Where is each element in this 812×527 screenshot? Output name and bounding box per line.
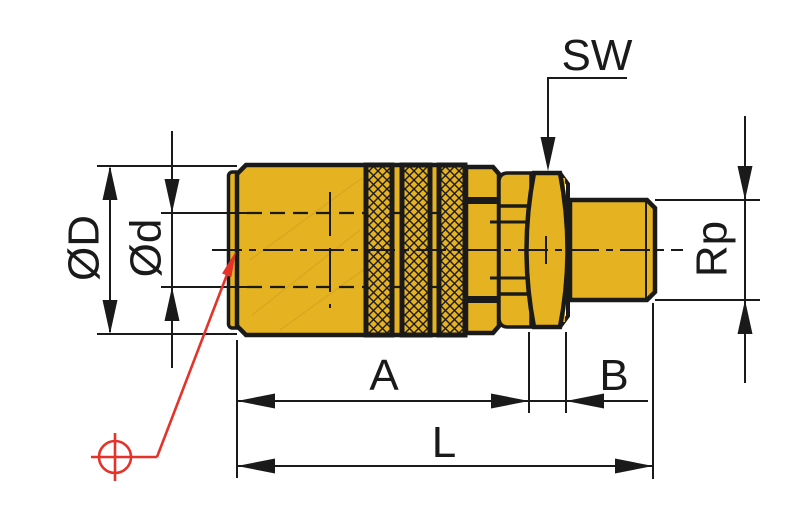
od-arrow-down bbox=[102, 300, 118, 334]
rp-arrow-down bbox=[737, 166, 753, 200]
bore-line-gap-segments bbox=[394, 211, 439, 289]
sw-arrow bbox=[540, 137, 556, 171]
hex-lower-left-face bbox=[497, 292, 533, 329]
rp-arrow-up bbox=[737, 300, 753, 334]
label-dim-a: A bbox=[369, 351, 399, 400]
centerlines bbox=[212, 192, 683, 308]
label-wrench-size: SW bbox=[562, 31, 633, 80]
label-dim-overall-length: L bbox=[432, 418, 456, 467]
step-edge bbox=[466, 296, 503, 303]
step-edge bbox=[466, 197, 503, 204]
l-arrow-right bbox=[615, 458, 653, 474]
a-arrow-left bbox=[237, 393, 275, 409]
id-arrow-up bbox=[164, 287, 180, 321]
l-arrow-left bbox=[237, 458, 275, 474]
label-dim-b: B bbox=[599, 351, 628, 400]
datum-marker bbox=[91, 251, 236, 481]
b-arrow-left bbox=[566, 393, 604, 409]
label-thread-size: Rp bbox=[688, 221, 737, 277]
sw-leader bbox=[547, 77, 627, 140]
a-arrow-right bbox=[491, 393, 529, 409]
neck-step-lines bbox=[490, 220, 529, 280]
id-arrow-down bbox=[164, 179, 180, 213]
datum-leader-arrow bbox=[222, 251, 236, 278]
label-inner-diameter: Ød bbox=[122, 219, 171, 278]
label-outer-diameter: ØD bbox=[60, 215, 109, 281]
dimension-labels: SW ØD Ød Rp A B L bbox=[60, 31, 737, 467]
od-arrow-up bbox=[102, 166, 118, 200]
dimensions bbox=[97, 77, 760, 479]
datum-leader-line bbox=[155, 271, 230, 458]
hex-upper-left-face bbox=[497, 171, 533, 208]
